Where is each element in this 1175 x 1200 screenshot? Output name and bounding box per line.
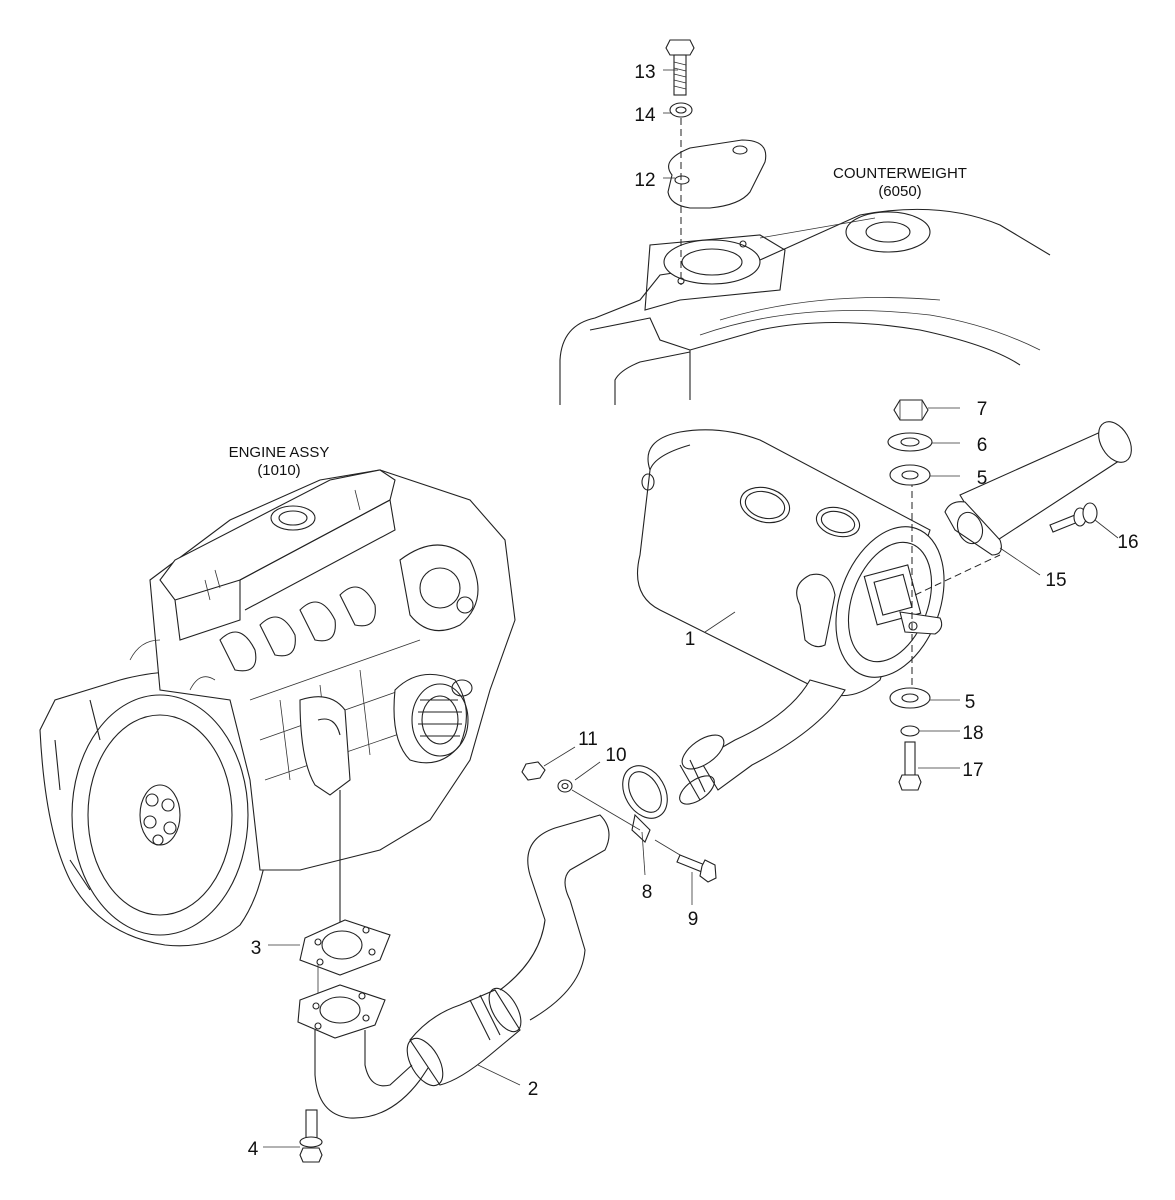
- counterweight-label: COUNTERWEIGHT: [833, 165, 967, 182]
- callout-4: 4: [248, 1139, 259, 1160]
- exhaust-pipe-2: [297, 814, 610, 1119]
- callout-13: 13: [634, 62, 655, 83]
- gasket-15: [944, 501, 1002, 556]
- washer-6: [887, 432, 933, 452]
- counterweight-drawing: [559, 208, 1051, 405]
- callout-17: 17: [962, 760, 983, 781]
- washer-18: [900, 725, 920, 737]
- reference-label-engine: ENGINE ASSY (1010): [229, 444, 330, 479]
- callout-8: 8: [642, 882, 653, 903]
- nut-7: [893, 399, 929, 421]
- bolt-4: [299, 1109, 323, 1163]
- washer-5-upper: [889, 464, 931, 486]
- cover-plate-12: [667, 118, 767, 285]
- callout-3: 3: [251, 938, 262, 959]
- guide-line: [571, 789, 641, 831]
- bolt-16: [1049, 502, 1098, 533]
- gasket-3: [299, 919, 391, 976]
- leader-lines: [263, 69, 1119, 1148]
- counterweight-code: (6050): [878, 183, 921, 200]
- clamp-8: [622, 765, 668, 843]
- callout-6: 6: [977, 435, 988, 456]
- muffler-1: [636, 421, 1132, 805]
- callout-18: 18: [962, 723, 983, 744]
- callout-numbers: 1 2 3 4 5 5 6 7 8 9 10 11 12 13 14 15 16…: [248, 62, 1139, 1160]
- callout-1: 1: [685, 629, 696, 650]
- callout-2: 2: [528, 1079, 539, 1100]
- bolt-9: [654, 839, 717, 883]
- washer-10: [557, 779, 573, 793]
- callout-12: 12: [634, 170, 655, 191]
- nut-11: [521, 761, 546, 781]
- callout-15: 15: [1045, 570, 1066, 591]
- callout-11: 11: [578, 729, 598, 750]
- washer-14: [669, 102, 693, 118]
- callout-5-lower: 5: [965, 692, 976, 713]
- callout-5-upper: 5: [977, 468, 988, 489]
- callout-9: 9: [688, 909, 699, 930]
- engine-assy-code: (1010): [257, 462, 300, 479]
- callout-10: 10: [605, 745, 626, 766]
- bolt-13: [665, 39, 695, 96]
- callout-16: 16: [1117, 532, 1138, 553]
- washer-5-lower: [889, 687, 931, 709]
- callout-14: 14: [634, 105, 656, 126]
- bolt-17: [898, 741, 922, 791]
- reference-label-counterweight: COUNTERWEIGHT (6050): [833, 165, 967, 200]
- engine-drawing: [39, 469, 516, 947]
- engine-assy-label: ENGINE ASSY: [229, 444, 330, 461]
- callout-7: 7: [977, 399, 988, 420]
